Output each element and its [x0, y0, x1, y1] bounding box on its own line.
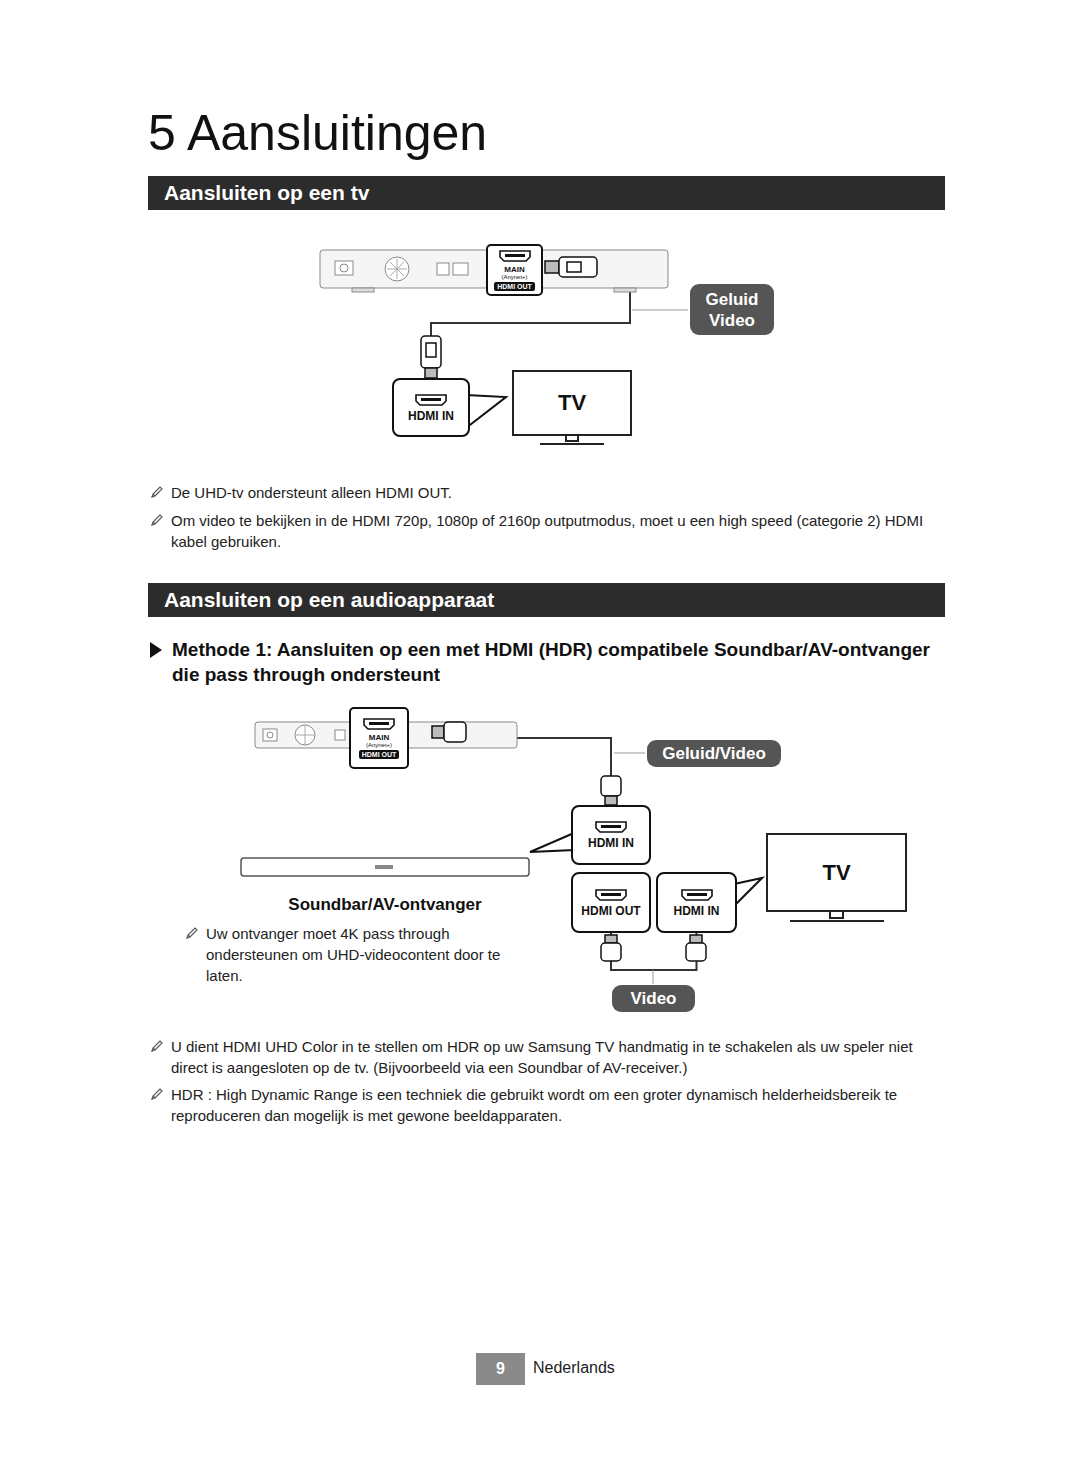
node-text: Aansluiten op een tv [164, 181, 369, 205]
note-text: Nederlands [533, 1357, 653, 1379]
signal-badge: Geluid Video [690, 284, 774, 335]
node-text: HDMI OUT [494, 282, 535, 291]
note-icon [152, 1089, 162, 1099]
leader-line [653, 970, 654, 984]
note-icon [152, 515, 162, 525]
node-text: (Anynet+) [366, 742, 392, 749]
hdmi-plug [601, 935, 621, 961]
tv-screen: TV [766, 833, 907, 912]
node-text: HDMI OUT [359, 750, 400, 759]
signal-badge: Video [612, 985, 695, 1012]
bullet-triangle [150, 642, 162, 658]
note-text: Methode 1: Aansluiten op een met HDMI (H… [172, 638, 945, 687]
port-callout: HDMI OUT [571, 872, 651, 933]
port-callout: HDMI IN [656, 872, 737, 933]
hdmi-plug [545, 257, 597, 277]
note-icon [152, 487, 162, 497]
hdmi-port-icon [414, 393, 448, 407]
note-text: Om video te bekijken in de HDMI 720p, 10… [171, 510, 941, 552]
tv-stand [790, 912, 884, 921]
node-text: Video [631, 988, 677, 1009]
page-title: 5 Aansluitingen [148, 104, 487, 162]
soundbar: Soundbar/AV-ontvanger [240, 855, 530, 915]
note-text: HDR : High Dynamic Range is een techniek… [171, 1084, 941, 1126]
node-text: Geluid Video [698, 289, 766, 331]
hdmi-port-icon [362, 717, 396, 731]
node-text: TV [822, 860, 850, 886]
node-text: HDMI IN [408, 409, 454, 423]
tv-screen: TV [512, 370, 632, 436]
hdmi-port-icon [594, 888, 628, 902]
leader-line [632, 310, 688, 311]
hdmi-plug [686, 935, 706, 961]
node-text: 9 [496, 1360, 505, 1378]
note-text: Uw ontvanger moet 4K pass through onders… [206, 923, 536, 986]
note-text: U dient HDMI UHD Color in te stellen om … [171, 1036, 941, 1078]
note-text: De UHD-tv ondersteunt alleen HDMI OUT. [171, 482, 941, 503]
hdmi-plug [432, 722, 466, 742]
node-text: Aansluiten op een audioapparaat [164, 588, 494, 612]
section-band: Aansluiten op een tv [148, 176, 945, 210]
leader-line [614, 753, 645, 754]
node-text: MAIN [369, 733, 389, 742]
hdmi-port-icon [498, 249, 532, 263]
hdmi-port-icon [680, 888, 714, 902]
hdmi-cable [611, 933, 697, 970]
node-text: HDMI OUT [581, 904, 640, 918]
hdmi-plug [421, 336, 441, 378]
soundbar-body [240, 855, 530, 879]
note-icon [152, 1041, 162, 1051]
callout-tail [734, 878, 762, 906]
port-callout: HDMI IN [571, 805, 651, 865]
port-callout: MAIN(Anynet+)HDMI OUT [486, 244, 543, 296]
section-band: Aansluiten op een audioapparaat [148, 583, 945, 617]
signal-badge: Geluid/Video [647, 740, 781, 767]
node-text: HDMI IN [674, 904, 720, 918]
node-text: Geluid/Video [662, 743, 766, 764]
node-text: Soundbar/AV-ontvanger [288, 895, 481, 915]
node-text: TV [558, 390, 586, 416]
hdmi-plug [601, 776, 621, 805]
tv-stand [540, 436, 604, 444]
node-text: MAIN [504, 265, 524, 274]
callout-tail [466, 395, 506, 428]
callout-tail [530, 833, 574, 852]
node-text: HDMI IN [588, 836, 634, 850]
page-number-box: 9 [476, 1353, 525, 1385]
port-callout: HDMI IN [392, 378, 470, 437]
node-text: (Anynet+) [501, 274, 527, 281]
note-icon [187, 928, 197, 938]
hdmi-port-icon [594, 820, 628, 834]
port-callout: MAIN(Anynet+)HDMI OUT [349, 707, 409, 769]
